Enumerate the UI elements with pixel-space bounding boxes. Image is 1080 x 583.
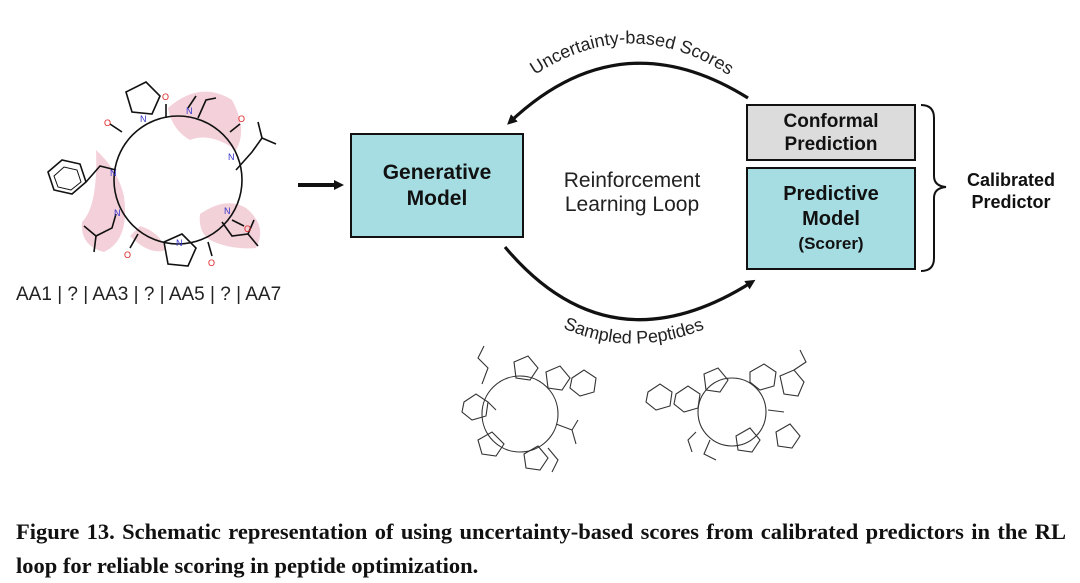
top-arc-label: Uncertainty-based Scores xyxy=(526,27,737,78)
figure-caption: Figure 13. Schematic representation of u… xyxy=(16,518,1066,578)
conformal-label-line1: Conformal xyxy=(784,111,879,132)
svg-text:N: N xyxy=(176,238,183,248)
svg-text:O: O xyxy=(162,92,169,102)
predictive-label-line2: Model xyxy=(802,208,860,230)
svg-text:O: O xyxy=(244,224,251,234)
svg-text:N: N xyxy=(228,152,235,162)
top-loop-arrow xyxy=(507,61,749,125)
calibrated-bracket xyxy=(920,104,947,272)
rl-loop-label-line1: Reinforcement xyxy=(564,169,701,192)
rl-loop-label-line2: Learning Loop xyxy=(565,193,699,216)
svg-text:N: N xyxy=(140,114,147,124)
svg-text:N: N xyxy=(224,206,231,216)
predictive-label-line1: Predictive xyxy=(783,183,879,205)
svg-text:O: O xyxy=(238,114,245,124)
svg-text:O: O xyxy=(104,118,111,128)
svg-text:O: O xyxy=(208,258,215,268)
predictive-model-box: Predictive Model (Scorer) xyxy=(746,167,916,270)
sequence-label: AA1 | ? | AA3 | ? | AA5 | ? | AA7 xyxy=(16,284,281,305)
predictive-label-line3: (Scorer) xyxy=(798,234,863,253)
generative-model-label-line2: Model xyxy=(407,187,468,210)
sampled-peptide-structure-2 xyxy=(645,349,807,461)
bottom-loop-arrow xyxy=(503,245,756,322)
calibrated-predictor-line1: Calibrated xyxy=(967,170,1055,190)
generative-model-label-line1: Generative xyxy=(383,161,492,184)
calibrated-predictor-line2: Predictor xyxy=(971,192,1050,212)
conformal-label-line2: Prediction xyxy=(785,134,878,155)
svg-text:O: O xyxy=(124,250,131,260)
cyclic-peptide-structure: O O O O O O N N N N N N N xyxy=(47,81,277,268)
svg-text:N: N xyxy=(114,208,121,218)
svg-text:N: N xyxy=(110,168,117,178)
generative-model-box: Generative Model xyxy=(350,133,524,238)
conformal-prediction-box: Conformal Prediction xyxy=(746,104,916,161)
sampled-peptide-structure-1 xyxy=(461,345,597,473)
svg-text:N: N xyxy=(186,106,193,116)
